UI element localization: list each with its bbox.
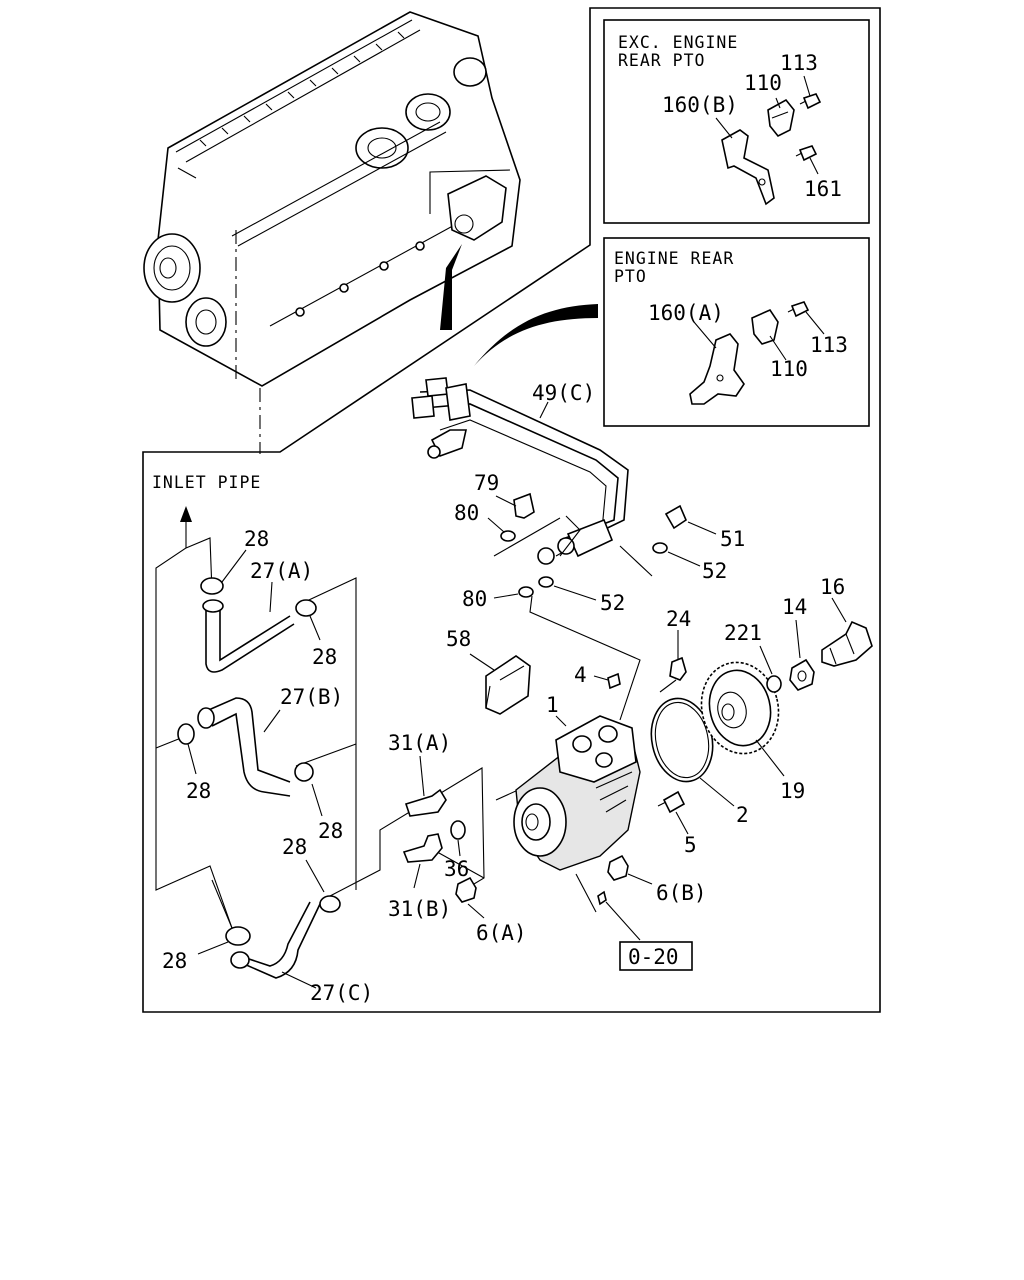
label-16: 16: [820, 575, 845, 599]
label-161: 161: [804, 177, 842, 201]
label-79: 79: [474, 471, 499, 495]
label-80-upper: 80: [454, 501, 479, 525]
label-19: 19: [780, 779, 805, 803]
label-221: 221: [724, 621, 762, 645]
gear-19: [700, 661, 780, 755]
label-27b: 27(B): [280, 685, 343, 709]
label-31b: 31(B): [388, 897, 451, 921]
label-113-mid: 113: [810, 333, 848, 357]
panel-title-line1: EXC. ENGINE: [618, 33, 738, 52]
panel-title-line1: ENGINE REAR: [614, 249, 734, 268]
fitting-31a: [404, 788, 447, 817]
label-6b: 6(B): [656, 881, 707, 905]
sensor-16: [821, 620, 873, 667]
clamp-28-b1: [177, 723, 195, 745]
label-110-mid: 110: [770, 357, 808, 381]
label-160b: 160(B): [662, 93, 738, 117]
label-24: 24: [666, 607, 691, 631]
label-113-top: 113: [780, 51, 818, 75]
label-110-top: 110: [744, 71, 782, 95]
washer-80-upper: [500, 530, 516, 542]
label-2: 2: [736, 803, 749, 827]
label-14: 14: [782, 595, 807, 619]
hose-27c: [233, 901, 321, 979]
hose-27b: [203, 697, 291, 797]
label-160a: 160(A): [648, 301, 724, 325]
ring-36: [450, 820, 466, 840]
inlet-arrow: [180, 506, 192, 522]
fitting-31b: [402, 833, 443, 863]
cover-58: [485, 655, 531, 715]
clamp-28-c2: [225, 926, 251, 946]
ref-pin: [597, 890, 607, 906]
label-31a: 31(A): [388, 731, 451, 755]
valve-24: [669, 656, 687, 681]
supply-pump-1: [513, 715, 641, 871]
clamp-28-a2: [295, 599, 317, 617]
inlet-pipe-label: INLET PIPE: [152, 473, 261, 492]
label-28-3: 28: [186, 779, 211, 803]
bolt-5: [662, 790, 686, 814]
label-28-6: 28: [162, 949, 187, 973]
label-28-5: 28: [282, 835, 307, 859]
nut-14: [789, 658, 815, 691]
detail-panel-exc-engine-rear-pto: EXC. ENGINE REAR PTO 160(B) 110 113 161: [603, 19, 870, 224]
label-52-lower: 52: [600, 591, 625, 615]
label-28-1: 28: [244, 527, 269, 551]
engine-block-illustration: [143, 11, 521, 454]
clamp-28-b2: [294, 762, 314, 782]
bolt-79: [513, 492, 535, 519]
label-80-lower: 80: [462, 587, 487, 611]
label-49c: 49(C): [532, 381, 595, 405]
washer-221: [766, 675, 782, 693]
label-27a: 27(A): [250, 559, 313, 583]
label-58: 58: [446, 627, 471, 651]
pointer-arrow-pipe: [474, 304, 598, 366]
hose-27a: [205, 608, 295, 673]
pointer-arrow-engine: [440, 244, 462, 330]
clamp-28-a1: [200, 577, 224, 595]
label-51: 51: [720, 527, 745, 551]
ref-box: [619, 941, 693, 971]
panel-title-line2: PTO: [614, 267, 647, 286]
washer-52-upper: [652, 542, 668, 554]
pin-4: [607, 672, 621, 690]
washer-52-lower: [538, 576, 554, 588]
bolt-51: [664, 504, 687, 530]
label-4: 4: [574, 663, 587, 687]
washer-80-lower: [518, 586, 534, 598]
label-5: 5: [684, 833, 697, 857]
label-28-2: 28: [312, 645, 337, 669]
detail-panel-engine-rear-pto: ENGINE REAR PTO 160(A) 113 110: [603, 237, 870, 427]
label-1: 1: [546, 693, 559, 717]
label-36: 36: [444, 857, 469, 881]
injection-pipe-49c: [411, 377, 629, 565]
panel-title-line2: REAR PTO: [618, 51, 705, 70]
clamp-28-c1: [319, 895, 341, 913]
label-27c: 27(C): [310, 981, 373, 1005]
nut-6a: [455, 876, 477, 903]
nut-6b: [607, 854, 629, 881]
label-28-4: 28: [318, 819, 343, 843]
label-6a: 6(A): [476, 921, 527, 945]
ref-box-label: 0-20: [628, 945, 679, 969]
label-52-upper: 52: [702, 559, 727, 583]
main-frame: [142, 7, 881, 1013]
